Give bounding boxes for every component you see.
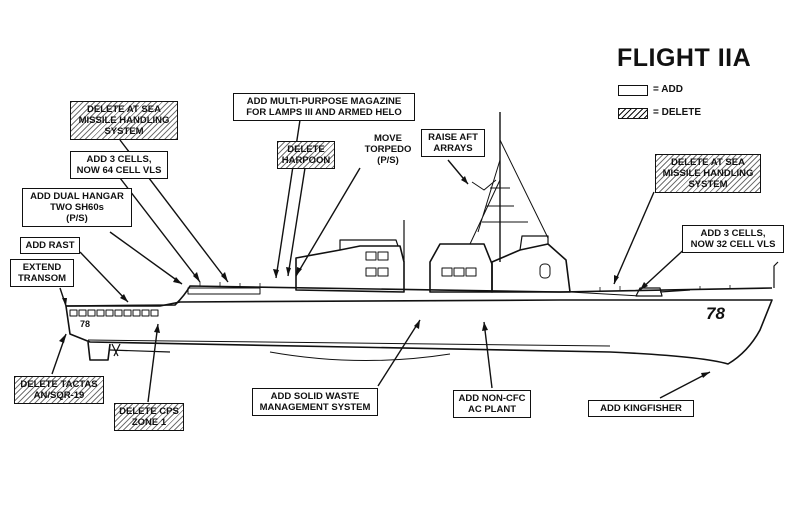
callout-add-multipurpose-magazine: ADD MULTI-PURPOSE MAGAZINE FOR LAMPS III… (233, 93, 415, 121)
legend-add-label: = ADD (653, 84, 683, 95)
callout-delete-at-sea-fwd: DELETE AT SEA MISSILE HANDLING SYSTEM (70, 101, 178, 140)
funnel-windows (441, 267, 477, 277)
callout-add-dual-hangar: ADD DUAL HANGAR TWO SH60s (P/S) (22, 188, 132, 227)
leader-move-torpedo (295, 167, 361, 277)
sonar-dome (269, 351, 451, 361)
leader-delete-at-sea-aft (613, 191, 655, 285)
leader-add-3-cells-32 (639, 243, 691, 291)
arrowheads (59, 176, 710, 378)
mast-rigging (469, 139, 549, 245)
hangar-upper (339, 239, 399, 250)
forward-superstructure (491, 243, 571, 293)
leader-delete-harpoon (287, 167, 306, 277)
legend-delete-label: = DELETE (653, 107, 702, 118)
hangar-windows (365, 251, 389, 277)
hull-number-side: 78 (706, 304, 725, 323)
callout-delete-at-sea-aft: DELETE AT SEA MISSILE HANDLING SYSTEM (655, 154, 761, 193)
diagram-title: FLIGHT IIA (617, 44, 752, 72)
propeller (111, 343, 121, 357)
callout-move-torpedo: MOVE TORPEDO (P/S) (364, 133, 412, 166)
deck-line (65, 285, 773, 307)
legend-add-swatch (618, 85, 648, 96)
bridge-window (539, 263, 551, 279)
callout-add-3-cells-32: ADD 3 CELLS, NOW 32 CELL VLS (682, 225, 784, 253)
leader-delete-cps (147, 323, 159, 403)
callout-add-kingfisher: ADD KINGFISHER (588, 400, 694, 417)
transom-windows (69, 309, 159, 317)
callout-add-rast: ADD RAST (20, 237, 80, 254)
mast-yard (471, 179, 497, 191)
rudder (87, 341, 111, 361)
jack-staff (773, 261, 779, 288)
leader-add-rast (79, 251, 129, 303)
bridge (519, 235, 549, 251)
hangar (295, 245, 405, 293)
callout-delete-tactas: DELETE TACTAS AN/SQR-19 (14, 376, 104, 404)
hull-outline (65, 299, 773, 365)
propeller-shaft (109, 349, 171, 353)
deck-railing (199, 282, 731, 291)
hull-number-stern: 78 (80, 319, 91, 329)
callout-delete-harpoon: DELETE HARPOON (277, 141, 335, 169)
callout-add-3-cells-64: ADD 3 CELLS, NOW 64 CELL VLS (70, 151, 168, 179)
callout-raise-aft-arrays: RAISE AFT ARRAYS (421, 129, 485, 157)
callout-extend-transom: EXTEND TRANSOM (10, 259, 74, 287)
callout-add-solid-waste: ADD SOLID WASTE MANAGEMENT SYSTEM (252, 388, 378, 416)
gun-mount (635, 287, 691, 297)
waterline (87, 339, 611, 347)
leader-solid-waste (377, 319, 421, 387)
leader-add-dual-hangar (109, 231, 183, 285)
aft-vls (187, 287, 261, 295)
leader-add-3-cells-64 (119, 177, 201, 283)
leader-kingfisher (659, 371, 711, 399)
callout-add-non-cfc: ADD NON-CFC AC PLANT (453, 390, 531, 418)
legend-delete-swatch (618, 108, 648, 119)
leader-non-cfc (483, 321, 493, 389)
callout-delete-cps: DELETE CPS ZONE 1 (114, 403, 184, 431)
